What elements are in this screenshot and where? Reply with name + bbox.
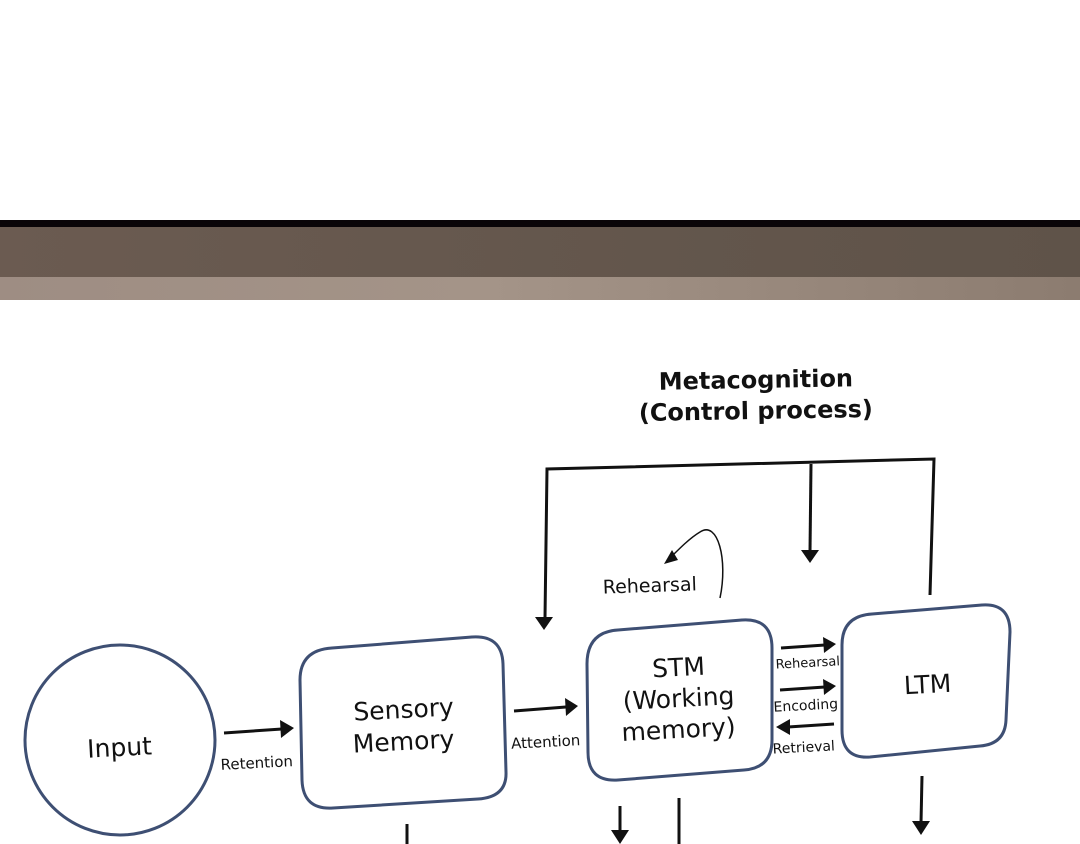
bottom-arrows (405, 775, 930, 844)
arrowhead-retention (280, 720, 294, 738)
title-metacognition: Metacognition (658, 364, 853, 395)
sensory-label-2: Memory (352, 724, 455, 758)
label-retention: Retention (220, 752, 293, 774)
rehearsal-loop-curve (669, 529, 724, 599)
control-down-arrow (808, 463, 813, 553)
frame-band (0, 227, 1080, 277)
arrowhead-stm-down (611, 830, 629, 844)
node-ltm: LTM (840, 603, 1012, 759)
input-label: Input (86, 731, 152, 763)
label-rehearsal-loop: Rehearsal (602, 573, 697, 598)
label-attention: Attention (511, 731, 581, 753)
edges-stm-ltm: Rehearsal Encoding Retrieval (772, 637, 840, 758)
arrowhead-retrieval (776, 719, 790, 735)
attention-arrow-line (513, 705, 567, 713)
input-circle (23, 643, 217, 837)
label-rehearsal: Rehearsal (775, 654, 840, 672)
label-retrieval: Retrieval (772, 738, 835, 757)
arrowhead-rehearsal (823, 637, 836, 653)
frame-edge-dark (0, 220, 1080, 227)
retrieval-arrow-line (787, 722, 835, 729)
arrowhead-to-attention (535, 617, 553, 630)
control-bracket (535, 457, 936, 630)
node-input: Input (23, 643, 217, 837)
sensory-label-1: Sensory (353, 692, 455, 726)
sensory-memory-box (298, 635, 508, 810)
stm-label-1: STM (651, 652, 705, 684)
arrowhead-control-down (801, 550, 819, 563)
stm-label-2: (Working (622, 681, 735, 716)
title-control-process: (Control process) (639, 395, 874, 427)
arrowhead-ltm-down (912, 821, 930, 835)
ltm-box (840, 603, 1012, 759)
encoding-arrow-line (779, 685, 826, 692)
edge-retention: Retention (220, 720, 294, 774)
label-encoding: Encoding (773, 696, 838, 715)
ltm-down-arrow-line (919, 775, 924, 824)
frame-band-light (0, 277, 1080, 300)
edge-attention: Attention (511, 698, 581, 753)
stm-label-3: memory) (621, 712, 737, 747)
arrowhead-attention (565, 698, 578, 716)
node-sensory-memory: Sensory Memory (298, 635, 508, 810)
arrowhead-rehearsal-loop (664, 550, 678, 564)
ltm-label: LTM (903, 669, 952, 700)
rehearsal-loop: Rehearsal (602, 529, 724, 599)
stm-box (585, 618, 774, 782)
control-bracket-line (543, 457, 936, 619)
retention-arrow-line (223, 727, 283, 735)
rehearsal-arrow-line (780, 643, 826, 650)
arrowhead-encoding (823, 679, 836, 695)
node-stm: STM (Working memory) (585, 618, 774, 782)
